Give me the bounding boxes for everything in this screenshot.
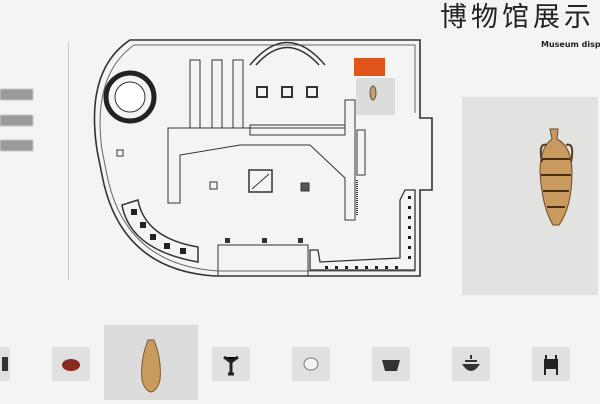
display-case xyxy=(300,182,310,192)
thumbnail-2[interactable] xyxy=(52,347,90,381)
outer-wall xyxy=(93,39,433,277)
thumbnail-5[interactable] xyxy=(292,347,330,381)
thumbnail-7[interactable] xyxy=(452,347,490,381)
jade-piece-icon xyxy=(303,357,319,371)
thumbnail-3-selected[interactable] xyxy=(104,325,198,400)
thumbnail-1[interactable] xyxy=(0,347,10,381)
arch-gallery xyxy=(249,41,326,66)
sidebar-item-3[interactable] xyxy=(0,140,33,151)
red-bowl-icon xyxy=(62,359,80,371)
inner-wall xyxy=(99,44,416,272)
divider xyxy=(68,42,69,280)
selected-room-marker[interactable] xyxy=(354,58,385,76)
display-case xyxy=(306,86,318,98)
sidebar-item-1[interactable] xyxy=(0,89,33,100)
lidded-jar-icon xyxy=(462,355,480,371)
display-row xyxy=(249,124,346,136)
bronze-figure-icon xyxy=(2,357,8,371)
display-case xyxy=(281,86,293,98)
page-title: 博物馆展示 xyxy=(440,2,595,33)
exhibit-preview xyxy=(462,97,598,295)
bronze-vessel-icon xyxy=(382,360,400,371)
column xyxy=(211,59,223,129)
amphora-vase-icon xyxy=(141,339,161,393)
curved-gallery xyxy=(121,199,199,263)
thumbnail-6[interactable] xyxy=(372,347,410,381)
page-subtitle: Museum disp xyxy=(541,40,600,49)
entrance-platform xyxy=(217,244,309,277)
bronze-ding-icon xyxy=(544,355,558,375)
column xyxy=(189,59,201,129)
display-case xyxy=(256,86,268,98)
display-case xyxy=(116,149,124,157)
l-gallery xyxy=(309,189,416,271)
display-case xyxy=(209,181,218,190)
rotunda-exhibit[interactable] xyxy=(103,70,157,124)
amphora-vase-icon xyxy=(539,128,574,226)
vase-marker[interactable] xyxy=(369,85,377,101)
thumbnail-8[interactable] xyxy=(532,347,570,381)
center-display xyxy=(248,169,273,193)
central-corridor xyxy=(167,99,356,221)
column xyxy=(232,59,244,129)
sidebar-item-2[interactable] xyxy=(0,115,33,126)
side-panel xyxy=(356,129,366,176)
standing-figure-icon xyxy=(223,355,239,376)
thumbnail-4[interactable] xyxy=(212,347,250,381)
